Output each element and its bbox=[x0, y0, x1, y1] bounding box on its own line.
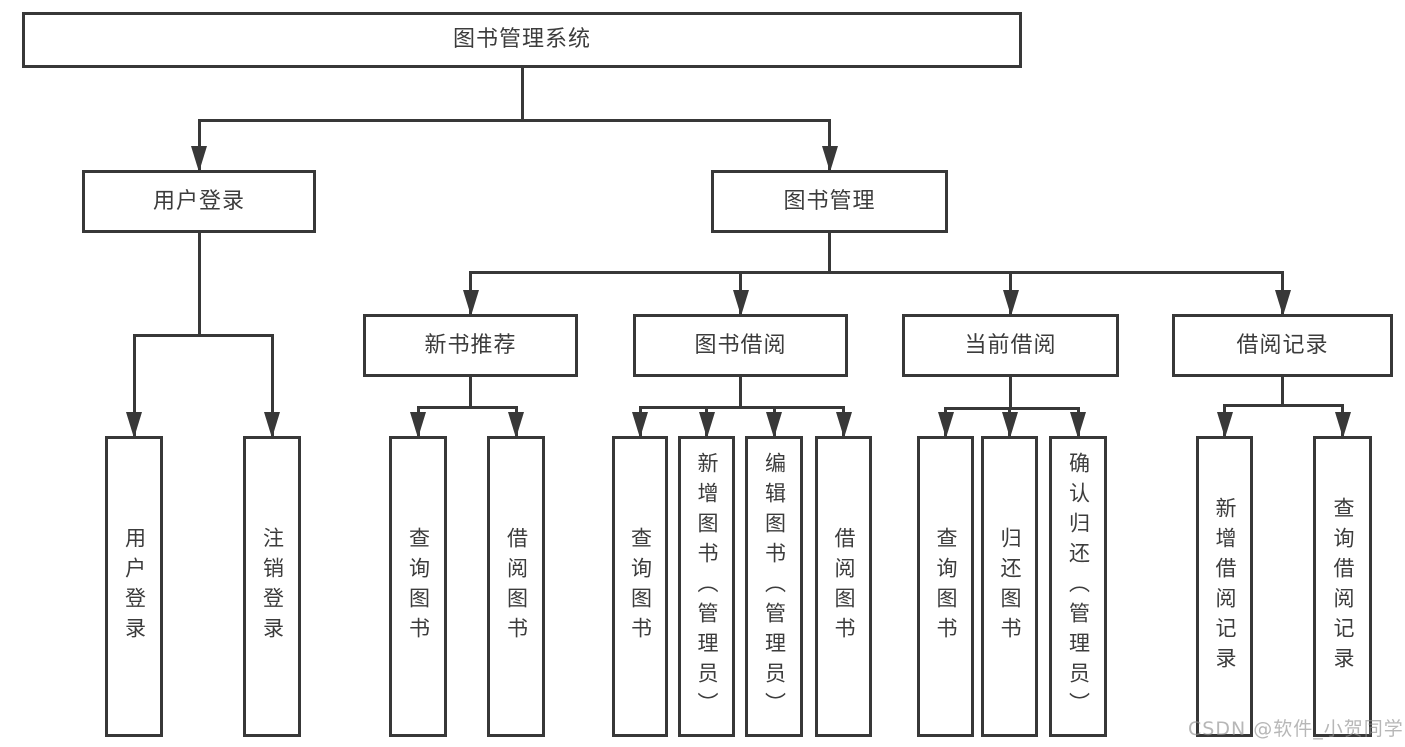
edge-borrow-4-arrowhead-icon bbox=[835, 412, 852, 438]
edge-borrow-drop bbox=[739, 376, 742, 409]
edge-current-drop bbox=[1009, 376, 1012, 410]
edge-login-1-line bbox=[132, 334, 136, 438]
edge-newbook-bar bbox=[416, 406, 518, 409]
node-current-3: 确认归还（管理员） bbox=[1049, 436, 1107, 737]
node-newbook-1: 查询图书 bbox=[389, 436, 447, 737]
edge-current-1-arrowhead-icon bbox=[937, 412, 954, 438]
edge-login-line bbox=[197, 119, 201, 172]
edge-records-1-arrowhead-icon bbox=[1216, 412, 1233, 438]
edge-login-drop bbox=[197, 232, 201, 337]
node-newbook-2: 借阅图书 bbox=[487, 436, 545, 737]
edge-current-arrowhead-icon bbox=[1002, 290, 1019, 316]
edge-mgmt-drop bbox=[828, 232, 831, 274]
edge-borrow-3-arrowhead-icon bbox=[766, 412, 782, 438]
node-root: 图书管理系统 bbox=[22, 12, 1022, 68]
node-current-1: 查询图书 bbox=[917, 436, 974, 737]
edge-newbook-arrowhead-icon bbox=[462, 290, 479, 316]
edge-mgmt-arrowhead-icon bbox=[821, 146, 838, 172]
edge-records-arrowhead-icon bbox=[1274, 290, 1291, 316]
edge-login-2-arrowhead-icon bbox=[264, 412, 280, 438]
node-mgmt: 图书管理 bbox=[711, 170, 948, 233]
edge-login-arrowhead-icon bbox=[191, 146, 207, 172]
edge-login-1-arrowhead-icon bbox=[126, 412, 142, 438]
edge-current-bar bbox=[944, 407, 1080, 410]
edge-newbook-1-arrowhead-icon bbox=[410, 412, 426, 438]
edge-records-bar bbox=[1223, 404, 1344, 407]
edge-current-2-arrowhead-icon bbox=[1001, 412, 1018, 438]
edge-root-drop bbox=[520, 67, 524, 122]
node-newbook: 新书推荐 bbox=[363, 314, 578, 377]
node-borrow-2: 新增图书（管理员） bbox=[678, 436, 735, 737]
edge-borrow-1-arrowhead-icon bbox=[632, 412, 648, 438]
node-borrow-3: 编辑图书（管理员） bbox=[745, 436, 803, 737]
edge-records-drop bbox=[1281, 376, 1284, 407]
edge-root-bar bbox=[197, 119, 831, 122]
node-current-2: 归还图书 bbox=[981, 436, 1038, 737]
edge-records-2-arrowhead-icon bbox=[1334, 412, 1351, 438]
edge-login-bar bbox=[132, 334, 274, 337]
node-records-1: 新增借阅记录 bbox=[1196, 436, 1253, 737]
edge-borrow-bar bbox=[638, 406, 845, 409]
node-borrow: 图书借阅 bbox=[633, 314, 848, 377]
node-records: 借阅记录 bbox=[1172, 314, 1393, 377]
node-login-2: 注销登录 bbox=[243, 436, 301, 737]
edge-borrow-2-arrowhead-icon bbox=[698, 412, 715, 438]
node-current: 当前借阅 bbox=[902, 314, 1119, 377]
edge-borrow-arrowhead-icon bbox=[732, 290, 749, 316]
node-records-2: 查询借阅记录 bbox=[1313, 436, 1372, 737]
node-login-1: 用户登录 bbox=[105, 436, 163, 737]
node-borrow-4: 借阅图书 bbox=[815, 436, 872, 737]
edge-mgmt-line bbox=[828, 119, 831, 172]
edge-newbook-2-arrowhead-icon bbox=[508, 412, 524, 438]
edge-mgmt-bar bbox=[469, 271, 1284, 274]
edge-newbook-drop bbox=[469, 376, 472, 409]
node-login: 用户登录 bbox=[82, 170, 316, 233]
node-borrow-1: 查询图书 bbox=[612, 436, 668, 737]
edge-current-3-arrowhead-icon bbox=[1070, 412, 1086, 438]
edge-login-2-line bbox=[270, 334, 274, 438]
